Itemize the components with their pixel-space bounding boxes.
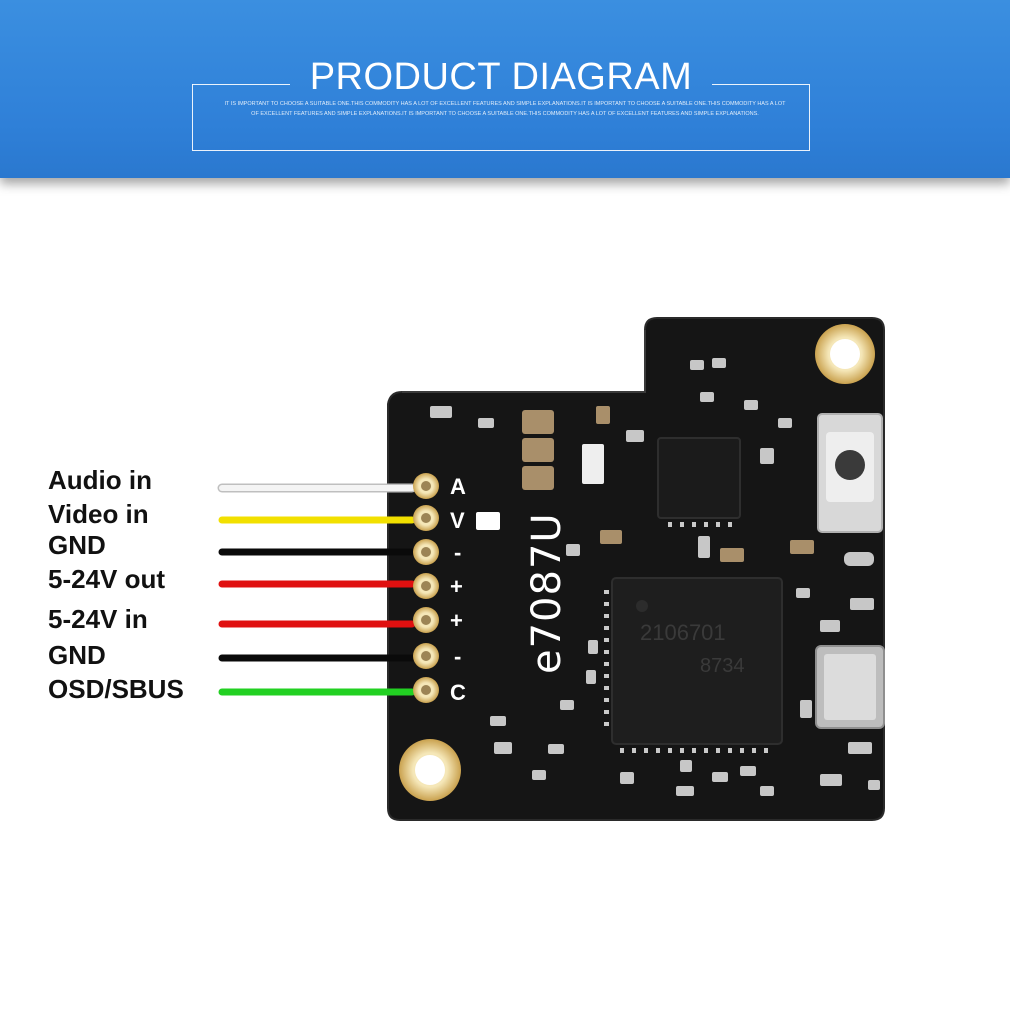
title-frame [192,84,810,151]
pin-label-c: C [450,680,466,705]
wire-harness [217,483,417,696]
wire-label-5-24v-in: 5-24V in [48,604,148,634]
chip-marking-1: 2106701 [640,620,726,645]
wire-label-gnd-2: GND [48,640,106,670]
main-chip: 2106701 8734 [611,577,783,745]
wire-label-5-24v-out: 5-24V out [48,564,166,594]
pin-label-plus-1: + [450,574,463,599]
pin-label-plus-2: + [450,608,463,633]
mounting-hole-bottom-left [399,739,461,801]
push-button [817,413,883,533]
crystal-oscillator [815,645,885,729]
board-model-label: e7087U [524,512,570,674]
chip-marking-2: 8734 [700,655,745,677]
solder-pads [413,473,439,703]
main-chip-pins [604,590,768,753]
wire-label-audio-in: Audio in [48,465,152,495]
pin-label-a: A [450,474,466,499]
title-frame-top-right [712,84,809,85]
pin-label-v: V [450,508,465,533]
header-banner [0,0,1010,178]
wire-label-gnd-1: GND [48,530,106,560]
title-frame-top-left [192,84,290,85]
secondary-chip [657,437,741,519]
mounting-hole-top-right [815,324,875,384]
capacitors [476,410,604,530]
pin-label-gnd-1: - [454,540,461,565]
pin-label-gnd-2: - [454,644,461,669]
secondary-chip-pins [668,522,732,527]
page-title: PRODUCT DIAGRAM [309,56,693,98]
page-subtitle: IT IS IMPORTANT TO CHOOSE A SUITABLE ONE… [224,101,786,117]
smd-components [430,358,880,796]
wire-label-video-in: Video in [48,499,149,529]
wire-label-osd-sbus: OSD/SBUS [48,674,184,704]
